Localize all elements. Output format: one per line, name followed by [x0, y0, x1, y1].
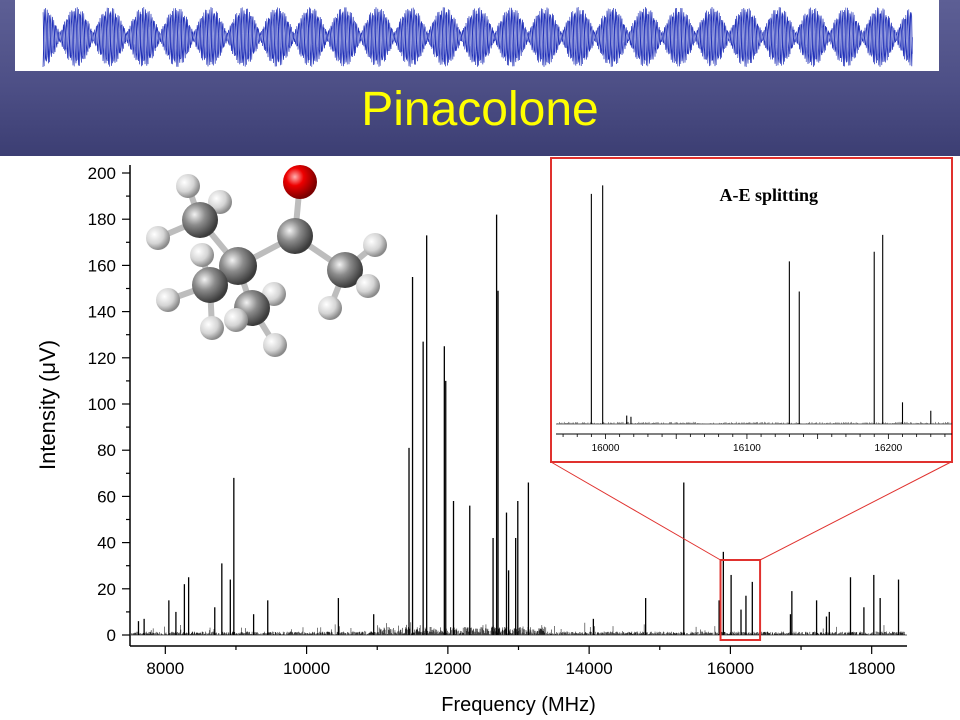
y-tick-label: 160 [88, 256, 116, 275]
inset-panel: 16000 16100 16200 A-E splitting [550, 157, 953, 463]
x-tick-label: 18000 [848, 659, 895, 678]
slide-header: Pinacolone [0, 0, 960, 156]
y-tick-label: 40 [97, 534, 116, 553]
slide-title: Pinacolone [361, 83, 599, 136]
x-tick-label: 12000 [424, 659, 471, 678]
inset-x-tick-label: 16200 [874, 443, 902, 454]
y-tick-label: 60 [97, 487, 116, 506]
inset-x-tick-label: 16100 [733, 443, 761, 454]
zoom-highlight-box [719, 559, 762, 641]
x-tick-label: 10000 [283, 659, 330, 678]
waveform-banner-graphic [42, 6, 913, 68]
x-tick-label: 16000 [707, 659, 754, 678]
inset-x-tick-label: 16000 [592, 443, 620, 454]
y-tick-label: 140 [88, 303, 116, 322]
y-axis-label: Intensity (μV) [35, 340, 60, 470]
x-axis-label: Frequency (MHz) [441, 694, 595, 716]
inset-title: A-E splitting [719, 185, 818, 205]
waveform-banner [15, 0, 939, 71]
inset-chart: 16000 16100 16200 [556, 185, 952, 454]
x-tick-label: 8000 [146, 659, 184, 678]
pinacolone-molecule-icon [146, 165, 387, 357]
y-tick-label: 0 [107, 626, 116, 645]
waveform-trace [42, 6, 913, 67]
x-tick-label: 14000 [565, 659, 612, 678]
y-tick-label: 20 [97, 580, 116, 599]
y-tick-label: 180 [88, 210, 116, 229]
y-tick-label: 120 [88, 349, 116, 368]
y-tick-label: 80 [97, 441, 116, 460]
y-tick-label: 100 [88, 395, 116, 414]
y-tick-label: 200 [88, 164, 116, 183]
